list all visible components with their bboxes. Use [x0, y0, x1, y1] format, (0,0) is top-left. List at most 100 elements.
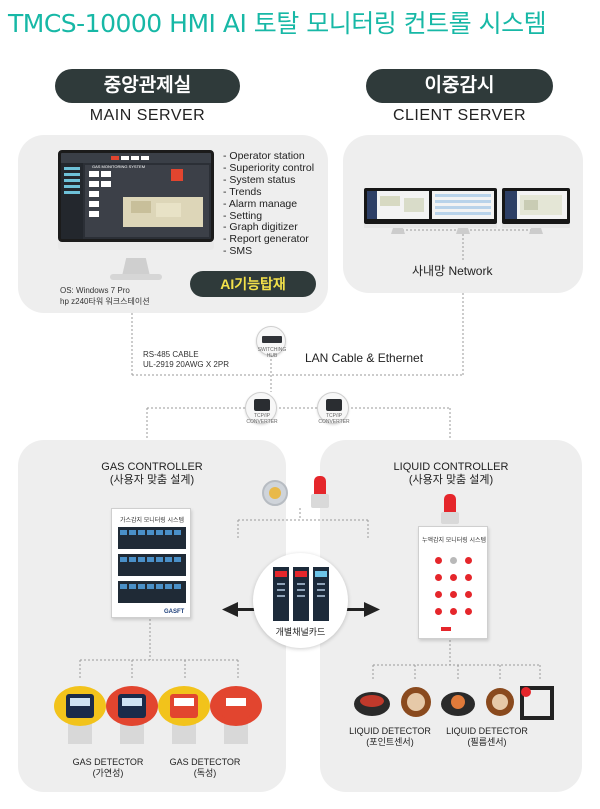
alarm-lamp: [450, 557, 457, 564]
os-info: OS: Windows 7 Pro hp z240타워 워크스테이션: [60, 285, 150, 307]
monitor-chin: [58, 242, 214, 250]
monitoring-screenshot: [61, 153, 211, 239]
converter-label: CONVERTER: [246, 419, 278, 425]
detector-name: GAS DETECTOR: [72, 757, 144, 767]
feature-item: - Alarm manage: [223, 197, 298, 210]
gas-cabinet: 가스감지 모니터링 시스템 GASFT: [111, 508, 191, 618]
feature-item: - Setting: [223, 209, 263, 222]
alarm-lamp: [465, 574, 472, 581]
gas-controller-title: GAS CONTROLLER (사용자 맞춤 설계): [18, 461, 286, 487]
detector-name: GAS DETECTOR: [169, 757, 241, 767]
converter-label: TCP/IP: [253, 413, 271, 419]
page-title: TMCS-10000 HMI AI 토탈 모니터링 컨트롤 시스템: [8, 9, 547, 38]
liquid-detector-images: [354, 686, 554, 720]
gas-cabinet-label: 가스감지 모니터링 시스템: [119, 518, 185, 524]
liquid-cabinet: 누액감지 모니터링 시스템: [418, 526, 488, 639]
os-line: OS: Windows 7 Pro: [60, 286, 130, 295]
hub-label: SWITCHING: [257, 347, 287, 353]
switching-hub: SWITCHING HUB: [256, 326, 286, 359]
monitor-base: [110, 274, 162, 280]
liquid-detector-label: LIQUID DETECTOR (포인트센서): [340, 726, 440, 748]
gas-detector-label: GAS DETECTOR (가연성): [58, 757, 158, 779]
liquid-controller-title: LIQUID CONTROLLER (사용자 맞춤 설계): [320, 461, 582, 487]
cable-line: RS-485 CABLE: [143, 350, 199, 359]
workstation-line: hp z240타워 워크스테이션: [60, 297, 150, 306]
gas-channel-cards: [118, 527, 186, 603]
gas-brand-logo: GASFT: [164, 609, 185, 615]
alarm-lamp: [435, 608, 442, 615]
feature-item: - Report generator: [223, 233, 309, 246]
liquid-detector-icon: [401, 687, 431, 717]
alarm-lamp: [465, 608, 472, 615]
feature-list: - Operator station - Superiority control…: [223, 150, 315, 258]
detector-type: (독성): [193, 768, 217, 778]
network-label: 사내망 Network: [412, 264, 493, 278]
liquid-controller-subtitle: (사용자 맞춤 설계): [408, 474, 494, 486]
gas-detector-icon: [210, 686, 262, 744]
screen-title: GAS MONITORING SYSTEM: [92, 164, 146, 169]
client-monitor: [364, 188, 432, 236]
liquid-detector-icon: [486, 688, 514, 716]
alarm-lamp: [465, 557, 472, 564]
main-monitor: GAS MONITORING SYSTEM: [58, 150, 214, 258]
client-pill: 이중감시: [366, 69, 553, 103]
channel-card-icon: [273, 567, 329, 621]
liquid-detector-label: LIQUID DETECTOR (필름센서): [437, 726, 537, 748]
alarm-lamp: [465, 591, 472, 598]
main-pill: 중앙관제실: [55, 69, 240, 103]
tcpip-converter: TCP/IP CONVERTER: [245, 392, 278, 425]
converter-label: TCP/IP: [325, 413, 343, 419]
channel-card-circle: 개별채널카드: [253, 553, 348, 648]
feature-item: - SMS: [223, 245, 253, 258]
gas-controller-heading: GAS CONTROLLER: [101, 461, 203, 473]
liquid-detector-icon: [354, 692, 390, 716]
gas-detector-icon: [158, 686, 210, 744]
liquid-controller-heading: LIQUID CONTROLLER: [393, 461, 509, 473]
client-monitor: [502, 188, 570, 236]
gas-controller-subtitle: (사용자 맞춤 설계): [109, 474, 195, 486]
warning-light-icon: [441, 494, 459, 526]
converter-label: CONVERTER: [318, 419, 350, 425]
gas-detector-icon: [106, 686, 158, 744]
film-sensor-icon: [520, 686, 554, 720]
rs485-label: RS-485 CABLE UL-2919 20AWG X 2PR: [143, 350, 229, 369]
main-server-heading: MAIN SERVER: [89, 107, 206, 124]
alarm-lamp: [435, 557, 442, 564]
liquid-detector-icon: [441, 692, 475, 716]
channel-card-label: 개별채널카드: [275, 627, 326, 637]
gas-detector-images: [54, 686, 262, 744]
detector-name: LIQUID DETECTOR: [446, 726, 528, 736]
detector-name: LIQUID DETECTOR: [349, 726, 431, 736]
brand-logo: [441, 627, 451, 631]
client-monitor: [429, 188, 497, 236]
tcpip-converter: TCP/IP CONVERTER: [317, 392, 350, 425]
converter-icon: [326, 399, 342, 411]
main-monitor-screen: [58, 150, 214, 242]
monitor-stand: [122, 258, 150, 276]
gas-detector-label: GAS DETECTOR (독성): [155, 757, 255, 779]
hub-label: HUB: [266, 353, 278, 359]
buzzer-icon: [262, 480, 288, 506]
converter-icon: [254, 399, 270, 411]
client-server-heading: CLIENT SERVER: [392, 107, 527, 124]
alarm-lamp: [435, 591, 442, 598]
feature-item: - System status: [223, 173, 296, 186]
feature-item: - Trends: [223, 185, 262, 198]
hub-icon: [262, 336, 282, 343]
feature-item: - Operator station: [223, 150, 305, 162]
warning-light-icon: [311, 476, 329, 510]
detector-type: (가연성): [92, 768, 124, 778]
feature-item: - Superiority control: [223, 161, 315, 174]
alarm-lamp: [435, 574, 442, 581]
alarm-lamp: [450, 574, 457, 581]
lan-label: LAN Cable & Ethernet: [305, 351, 424, 365]
detector-type: (필름센서): [467, 737, 507, 747]
ai-badge: AI기능탑재: [190, 271, 316, 297]
cable-spec-line: UL-2919 20AWG X 2PR: [143, 359, 229, 369]
liquid-cabinet-label: 누액감지 모니터링 시스템: [421, 538, 487, 544]
detector-type: (포인트센서): [366, 737, 414, 747]
gas-detector-icon: [54, 686, 106, 744]
alarm-lamp: [450, 591, 457, 598]
alarm-lamp: [450, 608, 457, 615]
